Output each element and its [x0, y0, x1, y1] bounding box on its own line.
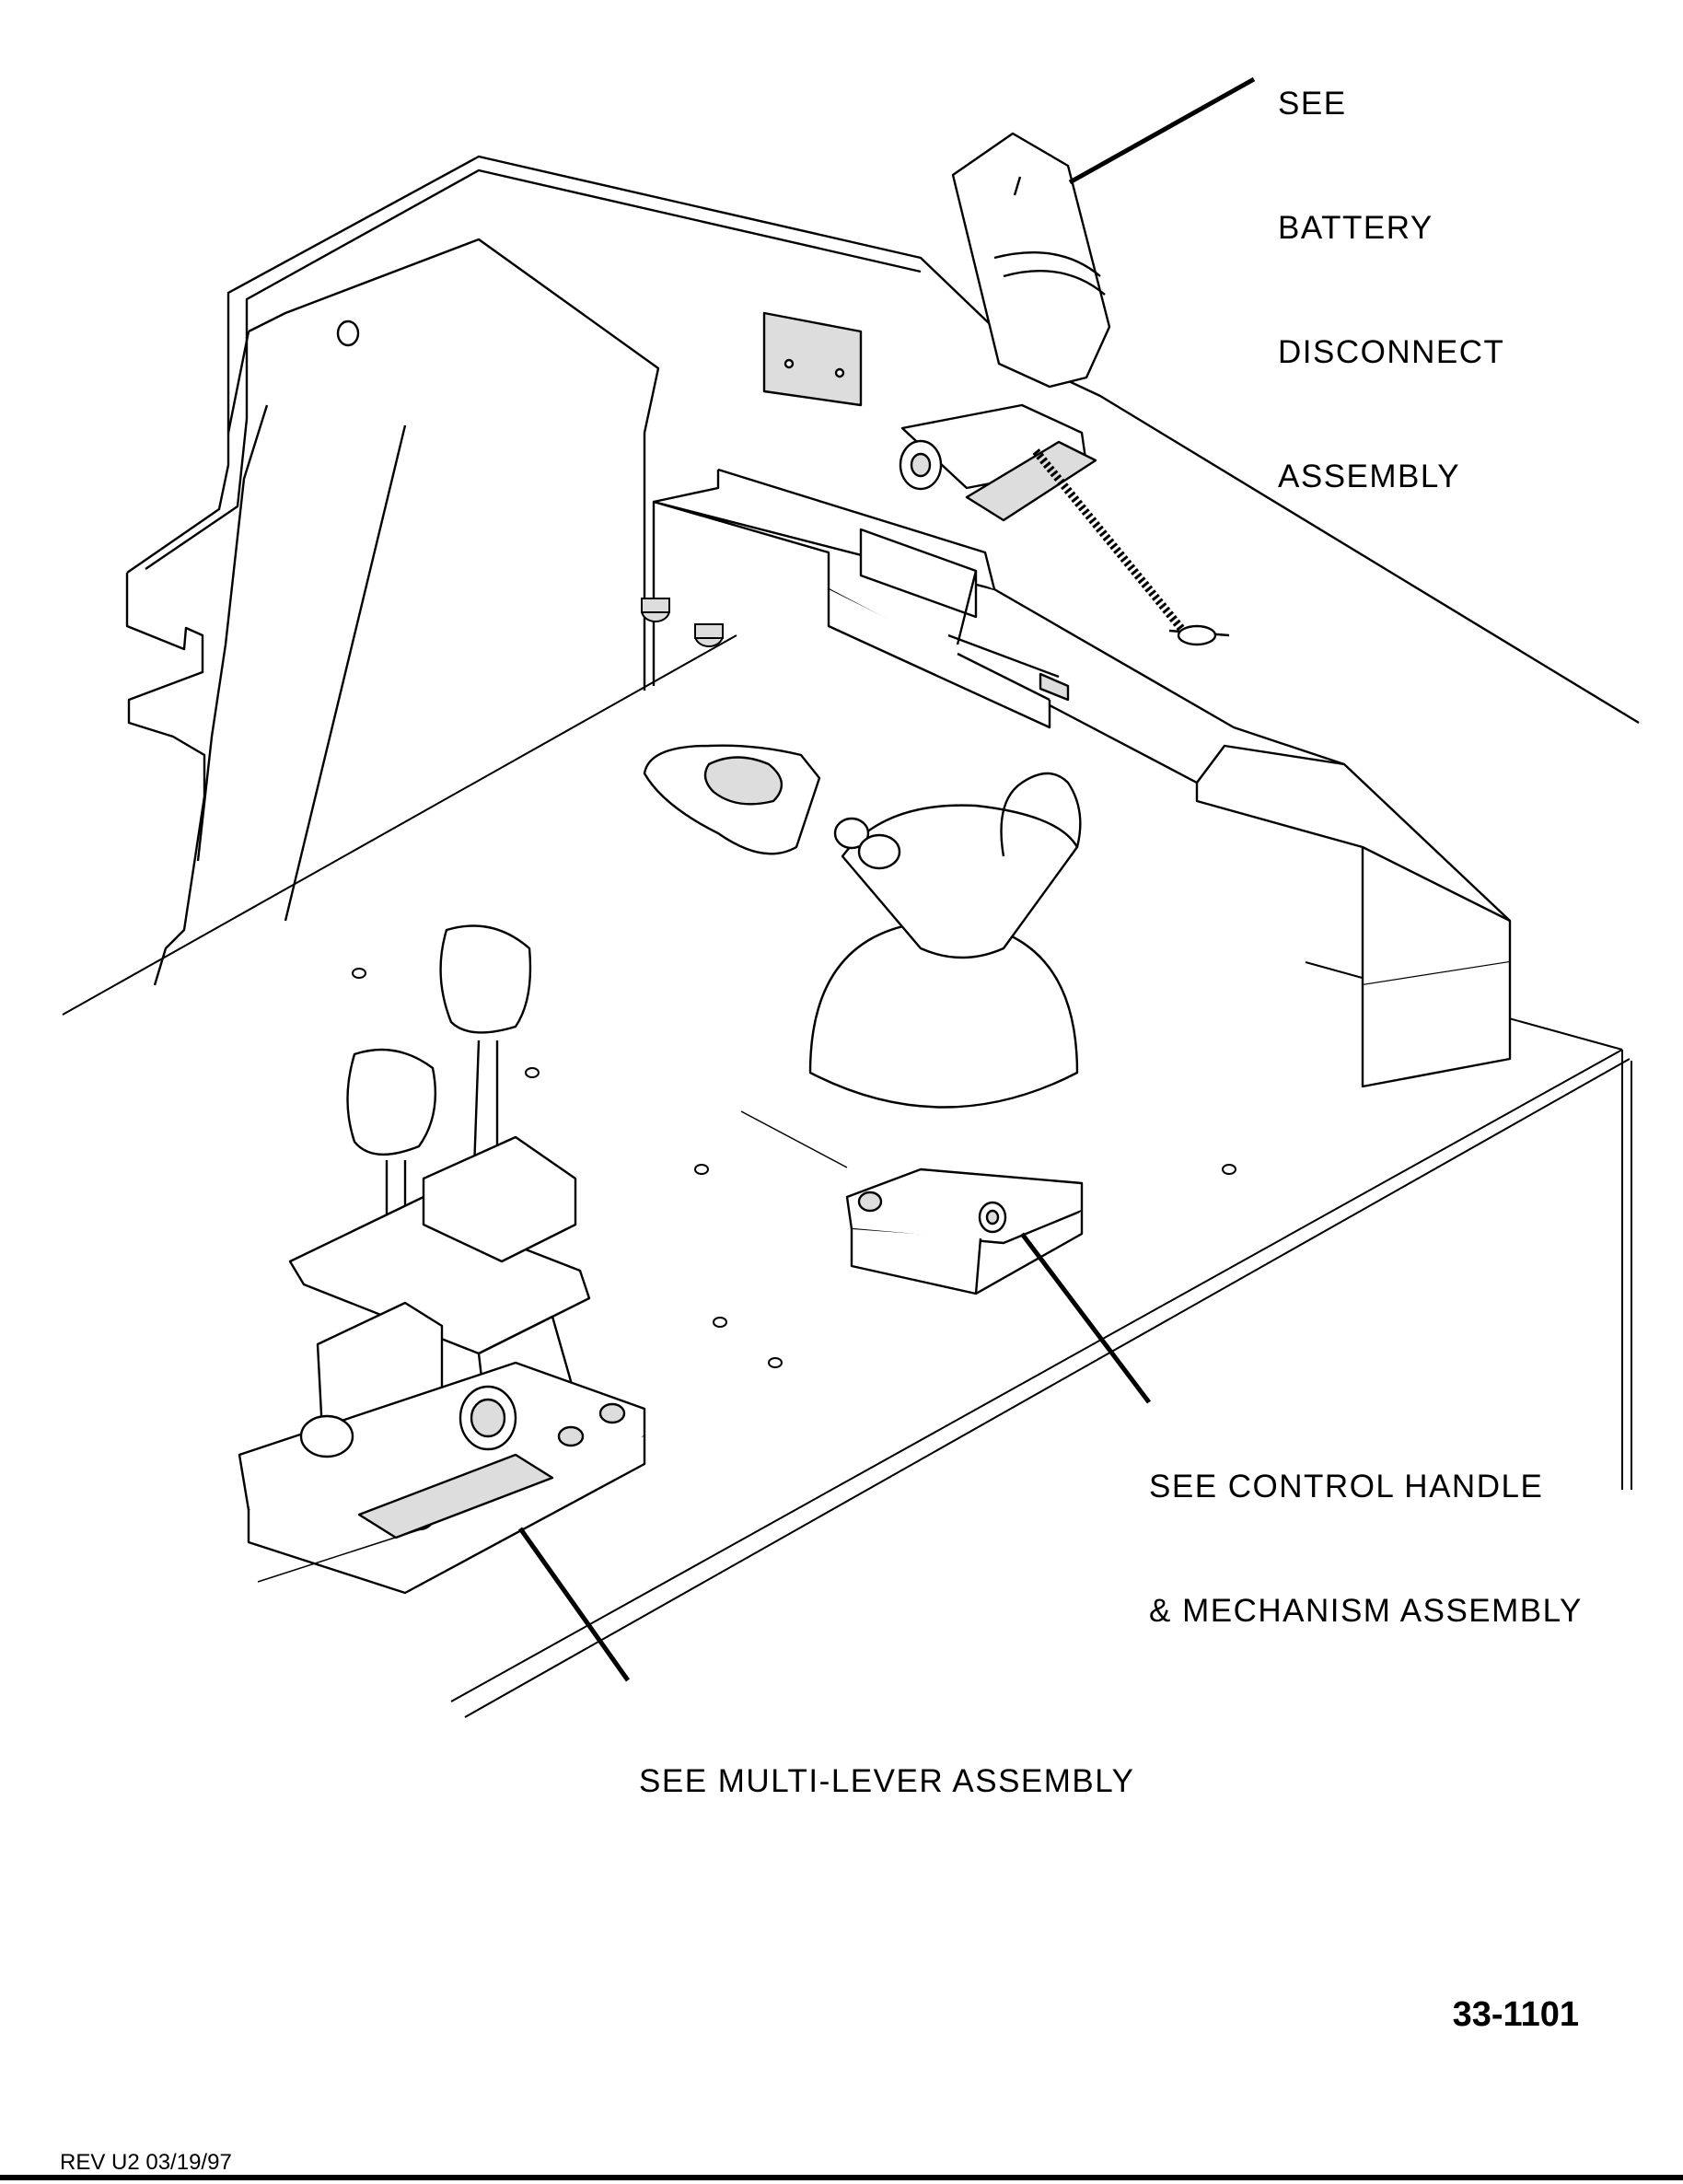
control-handle-leader: [1020, 1232, 1151, 1404]
control-handle: [643, 744, 1082, 1109]
leader-lines: [517, 76, 1256, 1682]
battery-leader: [1068, 76, 1256, 185]
bottom-rule: [0, 2175, 1683, 2180]
deck-plate: [62, 634, 1632, 1718]
callout-line: DISCONNECT: [1278, 334, 1505, 370]
deck-holes: [352, 968, 1236, 1368]
multi-lever-assembly: [238, 924, 646, 1595]
callout-line: & MECHANISM ASSEMBLY: [1149, 1593, 1583, 1629]
battery-disconnect-handle: [899, 132, 1230, 646]
control-handle-base: [845, 1168, 1084, 1295]
callout-line: SEE MULTI-LEVER ASSEMBLY: [639, 1763, 1135, 1799]
callout-line: ASSEMBLY: [1278, 459, 1461, 494]
callout-line: BATTERY: [1278, 210, 1433, 246]
frame-bolts: [641, 598, 724, 647]
battery-disconnect-callout: SEE BATTERY DISCONNECT ASSEMBLY: [1278, 0, 1504, 539]
console-housing: [652, 311, 1512, 1088]
callout-line: SEE CONTROL HANDLE: [1149, 1469, 1544, 1504]
reference-lines: [257, 1110, 848, 1583]
revision-label: REV U2 03/19/97: [60, 2150, 232, 2175]
drawing-number: 33-1101: [1452, 1995, 1579, 2034]
callout-line: SEE: [1278, 86, 1347, 122]
multi-lever-callout: SEE MULTI-LEVER ASSEMBLY: [639, 1678, 1134, 1843]
multi-lever-leader: [517, 1527, 631, 1682]
control-handle-callout: SEE CONTROL HANDLE & MECHANISM ASSEMBLY: [1149, 1383, 1583, 1673]
